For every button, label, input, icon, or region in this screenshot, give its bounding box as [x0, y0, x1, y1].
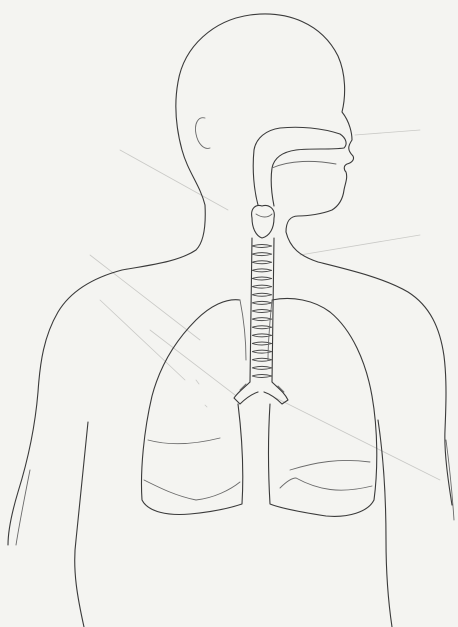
- trachea-left-wall: [250, 238, 252, 382]
- trachea-ring: [252, 358, 272, 361]
- left-lung-outline: [141, 300, 242, 515]
- right-lung: [268, 299, 377, 517]
- right-lung-fissure-lower: [296, 478, 372, 490]
- trachea-right-wall: [272, 238, 274, 382]
- pencil-marks: [196, 380, 207, 407]
- trachea-ring: [252, 261, 272, 264]
- left-torso-side: [75, 422, 88, 627]
- nasal-cavity-outline: [253, 127, 346, 206]
- left-lung-fissure: [148, 438, 220, 444]
- bronchi: [234, 382, 288, 404]
- trachea-ring: [252, 245, 272, 248]
- trachea-ring: [252, 293, 272, 296]
- right-torso-side: [378, 420, 392, 627]
- trachea-ring: [252, 366, 272, 369]
- trachea-ring: [252, 318, 272, 321]
- trachea-ring: [252, 310, 272, 313]
- left-bronchus: [234, 382, 258, 404]
- faint-guide-lines: [90, 130, 440, 480]
- trachea-ring: [252, 269, 272, 272]
- right-lung-fissure-upper: [290, 460, 370, 470]
- nasal-oral-cavity: [253, 127, 346, 206]
- head-outline: [176, 14, 354, 232]
- larynx: [252, 206, 275, 239]
- right-lung-notch: [280, 478, 296, 488]
- oral-cavity-line: [272, 161, 336, 168]
- trachea-ring: [252, 301, 272, 304]
- left-lung: [141, 300, 246, 515]
- trachea: [250, 238, 274, 382]
- body-outline: [8, 14, 454, 627]
- larynx-outline: [252, 206, 275, 239]
- trachea-ring: [252, 253, 272, 256]
- left-arm-edge: [16, 470, 30, 545]
- trachea-ring: [252, 326, 272, 329]
- trachea-ring: [252, 285, 272, 288]
- left-lung-base-line: [144, 480, 240, 500]
- trachea-ring: [252, 342, 272, 345]
- ear-outline: [195, 118, 210, 149]
- trachea-rings: [252, 245, 272, 378]
- right-arm-edge: [446, 440, 454, 520]
- trachea-ring: [252, 350, 272, 353]
- left-lung-inner-edge: [240, 300, 246, 360]
- right-bronchus: [264, 382, 288, 404]
- trachea-ring: [252, 277, 272, 280]
- trachea-ring: [252, 375, 272, 378]
